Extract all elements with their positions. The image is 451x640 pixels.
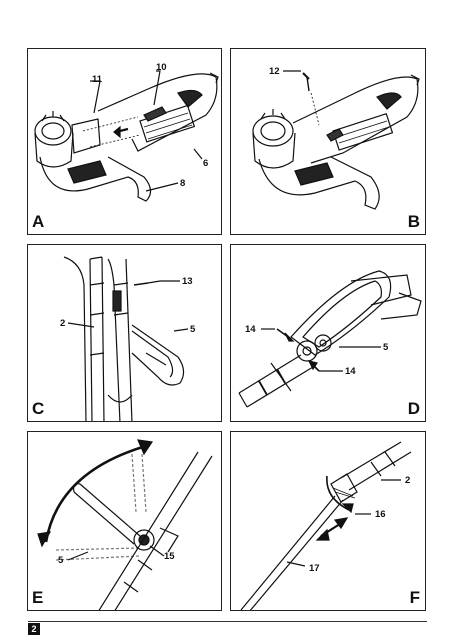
wheel-arm-fold-detail-d (238, 270, 422, 408)
callout-2: 2 (60, 318, 66, 329)
callout-14-lower: 14 (345, 366, 356, 377)
callout-8: 8 (180, 178, 186, 189)
callout-5: 5 (58, 555, 64, 566)
callout-13: 13 (182, 276, 193, 287)
figure-panel-f: 2 16 17 F (230, 431, 426, 611)
figure-panel-c: 13 2 5 C (27, 244, 222, 422)
callout-16: 16 (375, 509, 386, 520)
page-number: 2 (28, 623, 40, 635)
callout-6: 6 (203, 158, 209, 169)
wheel-arm-rotation-e (37, 439, 213, 610)
callout-11: 11 (92, 74, 103, 85)
callout-15: 15 (164, 551, 175, 562)
callout-2: 2 (405, 475, 411, 486)
callout-10: 10 (156, 62, 167, 73)
trimmer-guard-illustration-a (34, 70, 219, 202)
callout-5: 5 (383, 342, 389, 353)
panel-letter-c: C (32, 399, 45, 418)
figure-panel-e: 5 15 E (27, 431, 222, 611)
panel-letter-a: A (32, 212, 45, 231)
figure-panel-d: 14 5 14 D (230, 244, 426, 422)
panel-letter-f: F (409, 588, 420, 607)
figure-panel-b: 12 B (230, 48, 426, 235)
footer-rule (28, 621, 427, 622)
callout-17: 17 (309, 563, 320, 574)
shaft-length-adjust-f (240, 441, 412, 610)
callout-5: 5 (190, 324, 196, 335)
panel-letter-e: E (32, 588, 44, 607)
trimmer-guard-illustration-b (252, 70, 420, 210)
callout-12: 12 (269, 66, 280, 77)
figure-panel-a: 11 10 6 8 A (27, 48, 222, 235)
panel-letter-b: B (407, 212, 420, 231)
shaft-and-wheel-detail-c (63, 256, 189, 421)
callout-14-upper: 14 (245, 324, 256, 335)
panel-letter-d: D (407, 399, 420, 418)
